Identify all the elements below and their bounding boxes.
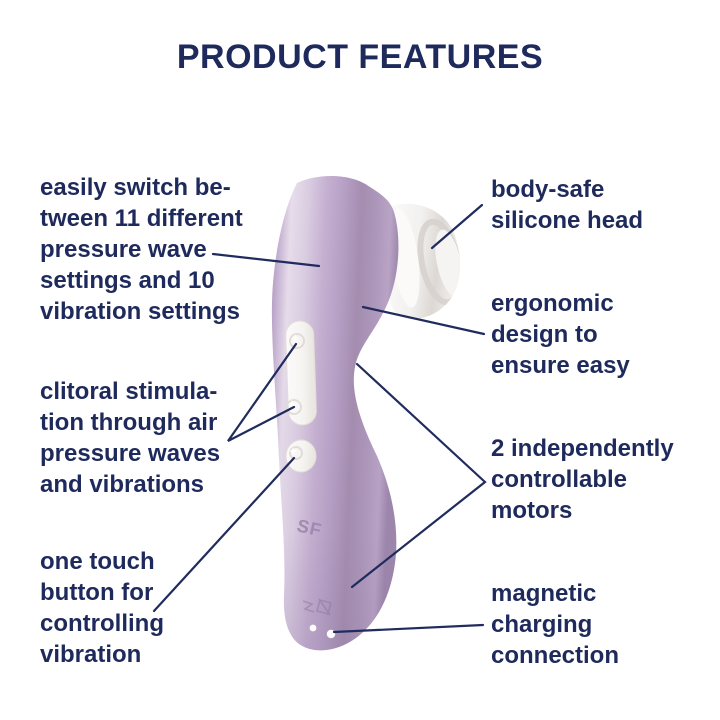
embossed-certification-marks [302,598,332,616]
annotation-pressure-wave-settings: easily switch be- tween 11 different pre… [40,174,243,325]
pressure-wave-callout-line [211,252,321,268]
sparkle-icon [289,447,297,455]
annotation-two-motors: 2 independently controllable motors [491,435,674,524]
silicone-head [390,203,461,320]
annotation-magnetic-charging: magnetic charging connection [491,580,620,669]
vibration-button [285,439,317,473]
ergonomic-callout-line [361,305,486,336]
body-safe-callout-line [430,203,484,250]
sparkle-icon [291,334,299,342]
clitoral-callout-line [227,342,298,442]
annotation-one-touch-button: one touch button for controlling vibrati… [40,548,164,668]
annotation-ergonomic-design: ergonomic design to ensure easy [491,290,630,379]
annotation-body-safe-head: body-safe silicone head [491,176,644,234]
magnetic-callout-line [332,623,485,634]
sparkle-icon [288,400,296,408]
one-touch-callout-line [152,456,296,613]
page-title: PRODUCT FEATURES [176,38,544,76]
callout-lines [152,203,487,634]
device: SF [271,175,461,651]
annotation-clitoral-stimulation: clitoral stimula- tion through air press… [40,378,221,498]
motors-callout-line [350,362,487,589]
